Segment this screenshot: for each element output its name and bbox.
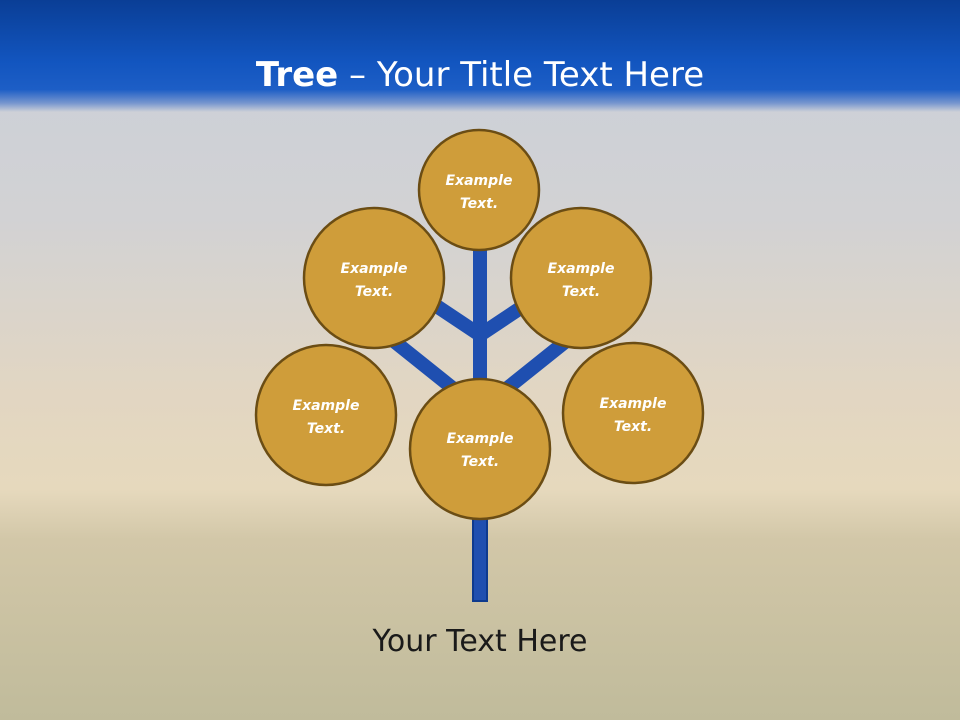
- caption-text: Your Text Here: [372, 624, 588, 659]
- node-text-line1: Example: [548, 261, 615, 277]
- node-text-line1: Example: [447, 431, 514, 447]
- node-text-line1: Example: [600, 396, 667, 412]
- node-text-line1: Example: [293, 398, 360, 414]
- tree-node-center: Example Text.: [408, 377, 552, 521]
- title-rest: Your Title Text Here: [376, 55, 705, 95]
- title-bold: Tree: [255, 55, 339, 95]
- header-bar: [0, 0, 960, 112]
- node-text-line2: Text.: [461, 454, 499, 470]
- node-circle: [408, 377, 552, 521]
- tree-node-lower-right: Example Text.: [561, 341, 705, 485]
- node-circle: [417, 128, 541, 252]
- node-circle: [254, 343, 398, 487]
- title-separator: –: [338, 55, 377, 95]
- tree-node-top: Example Text.: [417, 128, 541, 252]
- node-text-line1: Example: [446, 173, 513, 189]
- node-circle: [509, 206, 653, 350]
- node-circle: [302, 206, 446, 350]
- node-text-line2: Text.: [562, 284, 600, 300]
- node-text-line2: Text.: [460, 196, 498, 212]
- tree-node-upper-left: Example Text.: [302, 206, 446, 350]
- node-circle: [561, 341, 705, 485]
- node-text-line2: Text.: [307, 421, 345, 437]
- node-text-line1: Example: [341, 261, 408, 277]
- node-text-line2: Text.: [614, 419, 652, 435]
- tree-node-upper-right: Example Text.: [509, 206, 653, 350]
- tree-node-lower-left: Example Text.: [254, 343, 398, 487]
- slide-title: Tree – Your Title Text Here: [0, 52, 960, 98]
- node-text-line2: Text.: [355, 284, 393, 300]
